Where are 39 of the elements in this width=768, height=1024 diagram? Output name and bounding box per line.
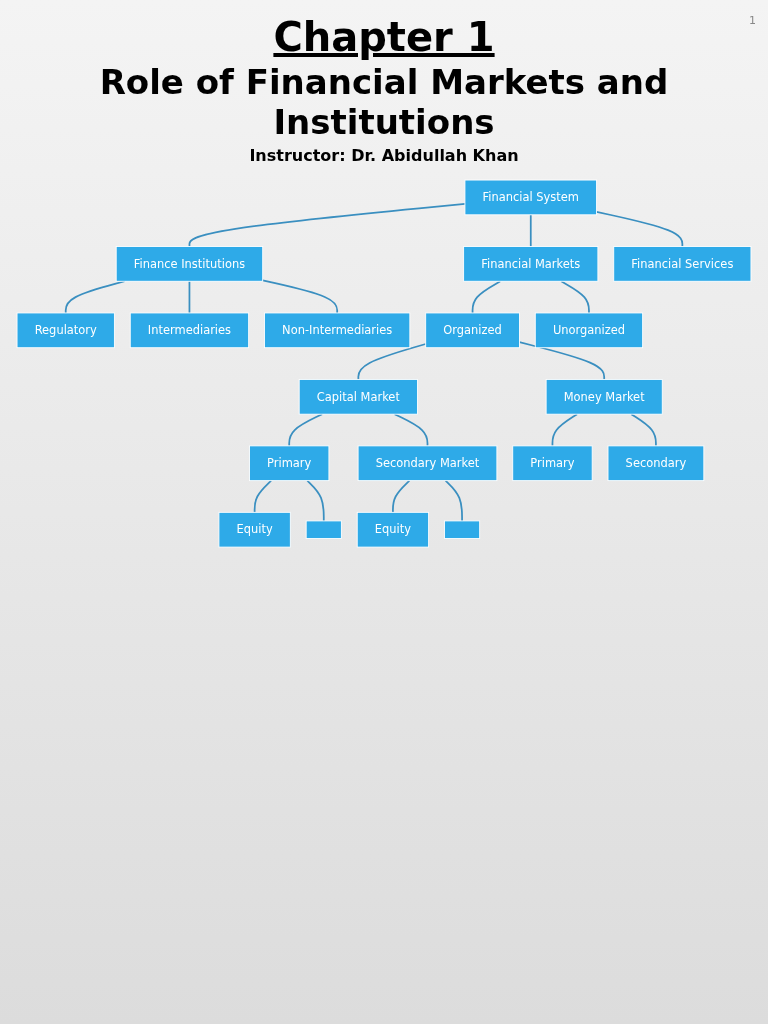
node-box: Organized [425, 312, 520, 349]
node-box: Financial System [464, 179, 598, 216]
page-number: 1 [749, 14, 756, 27]
connector [357, 343, 427, 381]
connector [392, 479, 411, 514]
slide-title: Chapter 1 [273, 14, 495, 60]
connector [188, 202, 466, 248]
instructor-name: Instructor: Dr. Abidullah Khan [248, 146, 520, 165]
connector [471, 280, 502, 314]
node-box: Equity [356, 511, 430, 548]
node-box: Finance Institutions [115, 246, 264, 282]
connector [518, 341, 606, 381]
node-box [444, 520, 481, 539]
node-box: Financial Markets [463, 246, 599, 282]
node-box: Intermediaries [129, 312, 250, 349]
node-box: Capital Market [298, 378, 418, 415]
node-box: Secondary [607, 445, 705, 482]
node-box [305, 520, 342, 539]
node-box: Primary [249, 445, 330, 482]
connector [393, 413, 429, 447]
connector [529, 213, 532, 248]
connector [253, 479, 272, 514]
node-box: Financial Services [613, 246, 752, 282]
node-box: Equity [218, 511, 291, 548]
node-box: Secondary Market [357, 445, 498, 482]
node-box: Regulatory [16, 312, 115, 349]
connector [261, 279, 339, 314]
connector [595, 210, 684, 248]
connector [188, 280, 191, 314]
connector [630, 413, 657, 447]
connector [551, 413, 578, 447]
node-box: Primary [512, 445, 593, 482]
slide-subtitle: Role of Financial Markets and Institutions [98, 62, 670, 142]
connector [560, 280, 590, 314]
node-box: Money Market [545, 378, 663, 415]
node-box: Non-Intermediaries [264, 312, 411, 349]
connector [444, 479, 463, 522]
node-box: Unorganized [534, 312, 644, 349]
connector [306, 479, 325, 522]
